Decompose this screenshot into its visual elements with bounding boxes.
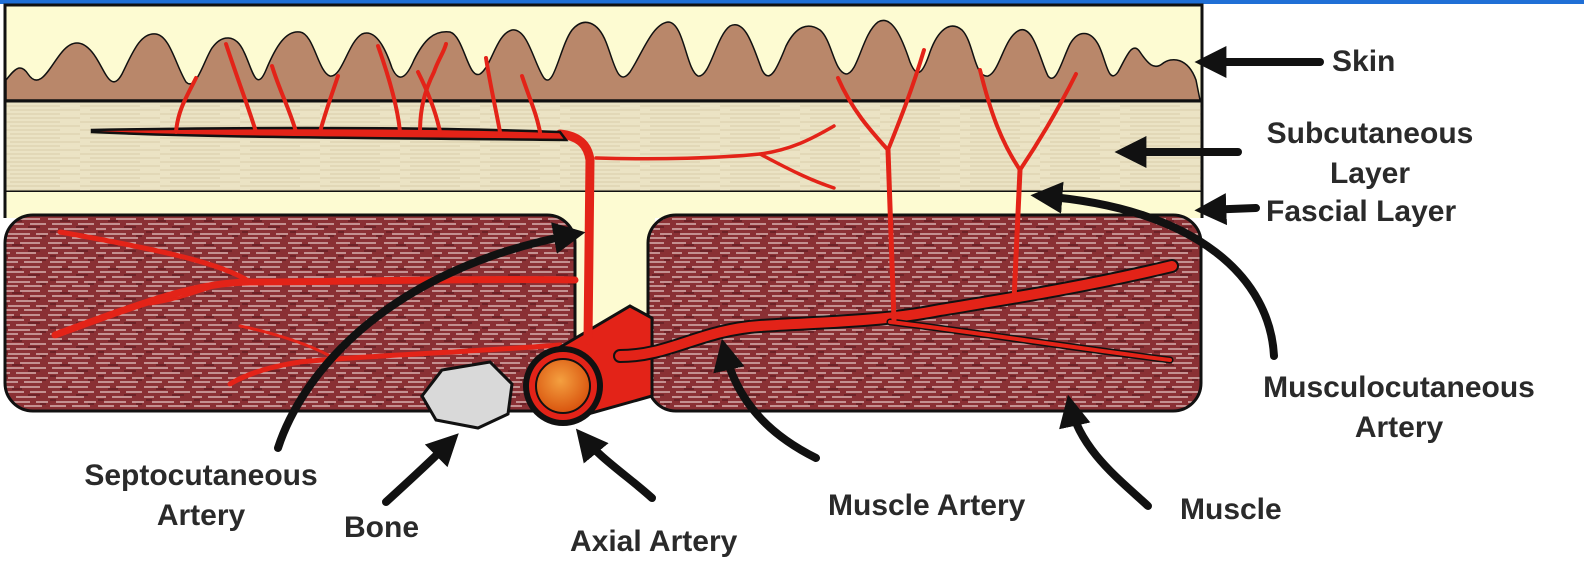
subcutaneous-branch (90, 126, 569, 142)
subcutaneous-layer-label: Subcutaneous Layer (1266, 117, 1474, 190)
septocutaneous-arrow (274, 222, 586, 452)
intramuscular-branches-left (51, 229, 579, 387)
dermal-papillae (5, 19, 1201, 101)
musculocutaneous-artery-label: Musculocutaneous Artery (1263, 371, 1535, 444)
muscle-artery-arrow (713, 338, 820, 462)
fascial-layer-label: Fascial Layer (1266, 195, 1457, 228)
label-arrows (274, 46, 1324, 510)
skin-label: Skin (1332, 45, 1396, 78)
septocutaneous-artery-vessel (555, 129, 595, 345)
axial-artery-label: Axial Artery (570, 525, 738, 558)
fascial-arrow (1194, 193, 1260, 226)
musculocutaneous-perforators (836, 48, 1078, 323)
subcutaneous-layer (3, 99, 1204, 194)
bone (420, 360, 514, 430)
axial-artery-cross-section (523, 346, 603, 426)
bone-arrow (382, 433, 459, 506)
top-border (0, 0, 1584, 4)
muscle-artery-label: Muscle Artery (828, 489, 1026, 522)
muscle-arrow (1059, 394, 1152, 510)
musculocutaneous-arrow (1030, 181, 1278, 360)
septocutaneous-artery-label: Septocutaneous Artery (84, 459, 318, 532)
axial-artery-arrow (575, 428, 656, 502)
bone-label: Bone (344, 511, 419, 544)
muscle-label: Muscle (1180, 493, 1282, 526)
subcutaneous-branch-right (594, 124, 836, 190)
dermal-branches-left (174, 42, 542, 134)
